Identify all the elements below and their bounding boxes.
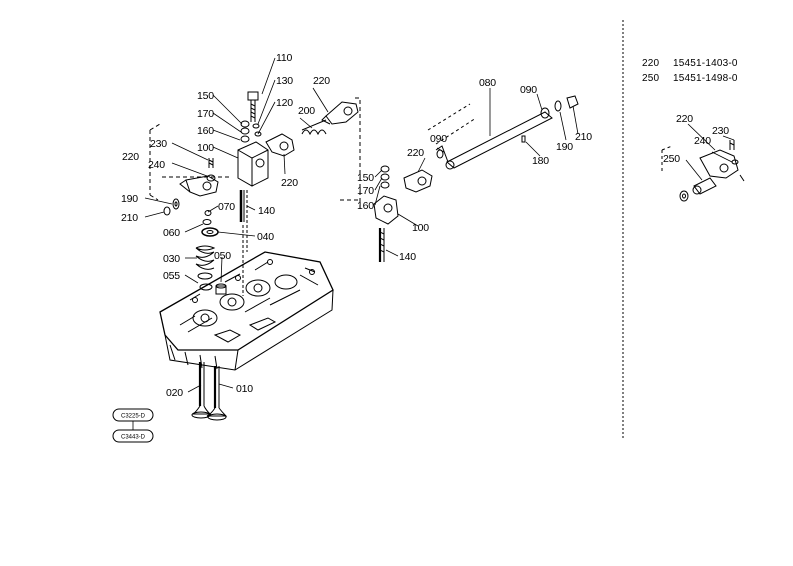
part-number-table: 220 15451-1403-0 250 15451-1498-0 <box>642 58 738 84</box>
model-badge-label: C3443-D <box>121 435 146 441</box>
adjust-screw-left <box>206 158 216 182</box>
valve-spring <box>195 245 216 280</box>
push-rod-left <box>239 190 245 222</box>
callout-label: 220 <box>676 113 693 125</box>
callout-label: 230 <box>150 138 167 150</box>
rocker-bracket-center <box>373 195 399 225</box>
callout-label: 170 <box>197 108 214 120</box>
head-bolt <box>247 91 259 122</box>
callout-label: 210 <box>575 131 592 143</box>
rocker-shaft <box>427 103 553 170</box>
callout-label: 120 <box>276 97 293 109</box>
callout-label: 190 <box>121 193 138 205</box>
part-ref: 250 <box>642 73 660 84</box>
callout-label: 110 <box>276 52 292 64</box>
callout-label: 150 <box>197 90 214 102</box>
callout-label: 250 <box>663 153 680 165</box>
rocker-assembly-small <box>661 140 745 202</box>
callout-label: 190 <box>556 141 573 153</box>
callout-label: 055 <box>163 270 180 282</box>
valve-seal <box>199 283 227 295</box>
rocker-arm-right <box>265 133 295 157</box>
callout-label: 220 <box>122 151 139 163</box>
callout-label: 090 <box>520 84 537 96</box>
part-ref: 220 <box>642 58 660 69</box>
callout-label: 200 <box>298 105 315 117</box>
model-badges: C3225-D C3443-D <box>112 408 154 443</box>
leader-lines <box>144 57 735 393</box>
callout-label: 100 <box>197 142 214 154</box>
callout-label: 100 <box>412 222 429 234</box>
part-number: 15451-1403-0 <box>673 58 738 69</box>
callout-label: 140 <box>399 251 416 263</box>
push-rod-center <box>378 228 385 262</box>
callout-label: 070 <box>218 201 235 213</box>
callout-label: 140 <box>258 205 275 217</box>
cylinder-head <box>159 251 334 371</box>
callout-label: 230 <box>712 125 729 137</box>
rocker-bracket-left <box>237 141 269 187</box>
callout-labels: 110 130 150 120 170 160 100 230 220 240 … <box>121 52 729 399</box>
callout-label: 010 <box>236 383 253 395</box>
callout-label: 160 <box>197 125 214 137</box>
callout-label: 050 <box>214 250 231 262</box>
callout-label: 220 <box>281 177 298 189</box>
rocker-arm-upper <box>321 101 359 125</box>
callout-label: 180 <box>532 155 549 167</box>
model-badge-label: C3225-D <box>121 414 146 420</box>
callout-label: 220 <box>313 75 330 87</box>
spring-retainer <box>201 227 219 237</box>
washer-left <box>163 198 180 216</box>
callout-label: 160 <box>357 200 374 212</box>
callout-label: 150 <box>357 172 374 184</box>
center-washers <box>380 165 390 189</box>
part-number: 15451-1498-0 <box>673 73 738 84</box>
callout-label: 170 <box>357 185 374 197</box>
shaft-pin <box>521 135 526 143</box>
shaft-washer <box>554 95 579 112</box>
callout-label: 030 <box>163 253 180 265</box>
callout-label: 080 <box>479 77 496 89</box>
callout-label: 040 <box>257 231 274 243</box>
callout-label: 220 <box>407 147 424 159</box>
callout-label: 240 <box>148 159 165 171</box>
callout-label: 240 <box>694 135 711 147</box>
valve-cap <box>202 210 212 225</box>
callout-label: 210 <box>121 212 138 224</box>
valve-exhaust <box>206 366 228 421</box>
callout-label: 130 <box>276 75 293 87</box>
rocker-arm-center <box>403 169 433 193</box>
bolt-washers <box>240 120 262 143</box>
callout-label: 060 <box>163 227 180 239</box>
rocker-arm-left <box>179 175 219 197</box>
rocker-spring <box>301 119 327 136</box>
callout-label: 020 <box>166 387 183 399</box>
callout-label: 090 <box>430 133 447 145</box>
valve-intake <box>191 362 212 419</box>
